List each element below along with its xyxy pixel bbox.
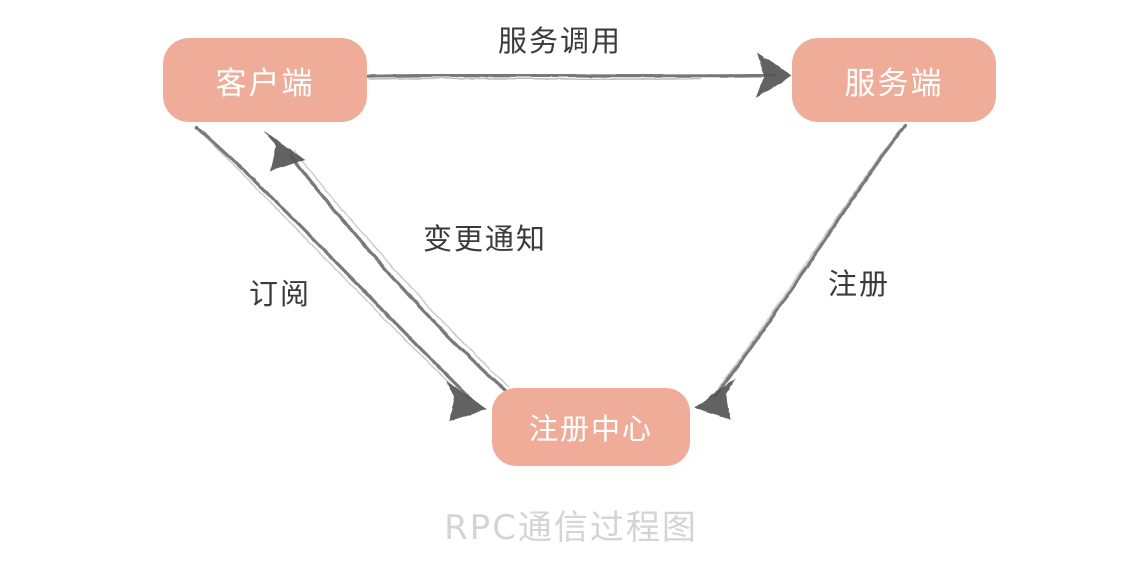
edge-change-notify (288, 150, 510, 392)
edge-label-service-call: 服务调用 (498, 24, 623, 58)
node-server[interactable]: 服务端 (792, 38, 996, 122)
edge-label-change-notify: 变更通知 (423, 222, 548, 256)
edge-label-subscribe: 订阅 (249, 277, 312, 311)
arrowhead-change-notify (264, 131, 305, 171)
diagram-caption: RPC通信过程图 (444, 508, 698, 548)
edge-subscribe (194, 125, 472, 400)
arrowhead-register (694, 378, 736, 420)
node-client[interactable]: 客户端 (163, 38, 367, 122)
arrowhead-subscribe (446, 381, 487, 421)
edge-label-register: 注册 (828, 267, 891, 301)
arrowhead-service-call (756, 52, 792, 98)
edge-register (709, 123, 907, 400)
edge-service-call (365, 73, 777, 80)
node-registry[interactable]: 注册中心 (492, 388, 690, 466)
